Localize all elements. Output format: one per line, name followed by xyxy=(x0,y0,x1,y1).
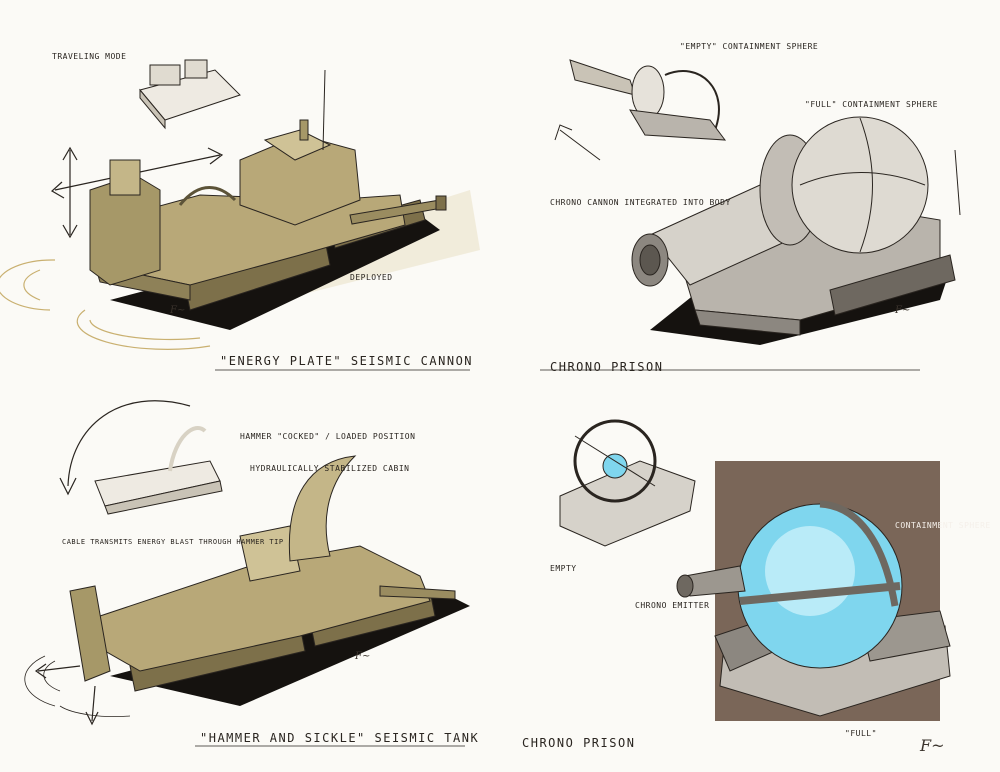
loaded-position-sketch xyxy=(94,426,223,515)
chrono-prison-hull xyxy=(631,116,961,336)
caption-chrono-prison-top: Chrono Prison xyxy=(550,360,664,374)
full-prison xyxy=(676,500,951,717)
panel-chrono-prison-bottom: Empty Chrono Emitter Containment Sphere … xyxy=(500,386,1000,772)
cannon-hull xyxy=(89,119,447,301)
label-cannon-body: Chrono Cannon Integrated into Body xyxy=(550,198,731,207)
label-empty-sphere: "Empty" Containment Sphere xyxy=(680,42,819,51)
swing-arrow xyxy=(67,400,191,487)
tank-hull xyxy=(69,455,456,682)
label-cable: Cable Transmits Energy Blast Through Ham… xyxy=(62,538,284,546)
artist-signature: F~ xyxy=(895,305,911,316)
empty-sphere-sketch xyxy=(569,59,727,141)
tank-seismic-rings xyxy=(24,655,131,717)
label-full-sphere: "Full" Containment Sphere xyxy=(805,100,938,109)
panel-seismic-tank: Hammer "Cocked" / Loaded Position Hydrau… xyxy=(0,386,500,772)
seismic-rings xyxy=(0,259,211,350)
artist-signature: F~ xyxy=(355,651,371,662)
empty-prison-sketch xyxy=(559,419,696,547)
panel-seismic-cannon: Traveling Mode Deployed "Energy Plate" S… xyxy=(0,0,500,386)
caption-seismic-cannon: "Energy Plate" Seismic Cannon xyxy=(220,354,474,368)
seismic-tank-drawing xyxy=(24,400,470,747)
caption-chrono-prison-bottom: Chrono Prison xyxy=(522,736,636,750)
seismic-cannon-drawing xyxy=(0,59,480,371)
chrono-prison-bottom-drawing xyxy=(559,419,951,721)
traveling-mode-sketch xyxy=(139,59,241,130)
label-empty: Empty xyxy=(550,564,577,573)
artist-signature: F~ xyxy=(920,736,945,755)
label-deployed: Deployed xyxy=(350,273,393,282)
label-hammer-cocked: Hammer "Cocked" / Loaded Position xyxy=(240,432,416,441)
label-cabin: Hydraulically Stabilized Cabin xyxy=(250,464,410,473)
label-containment: Containment Sphere xyxy=(895,521,991,530)
label-traveling-mode: Traveling Mode xyxy=(52,52,127,61)
chrono-prison-top-drawing xyxy=(540,59,961,371)
caption-seismic-tank: "Hammer and Sickle" Seismic Tank xyxy=(200,731,480,745)
panel-chrono-prison-top: "Empty" Containment Sphere "Full" Contai… xyxy=(500,0,1000,386)
label-full: "Full" xyxy=(845,729,877,738)
label-emitter: Chrono Emitter xyxy=(635,601,710,610)
artist-signature: F~ xyxy=(170,305,186,316)
